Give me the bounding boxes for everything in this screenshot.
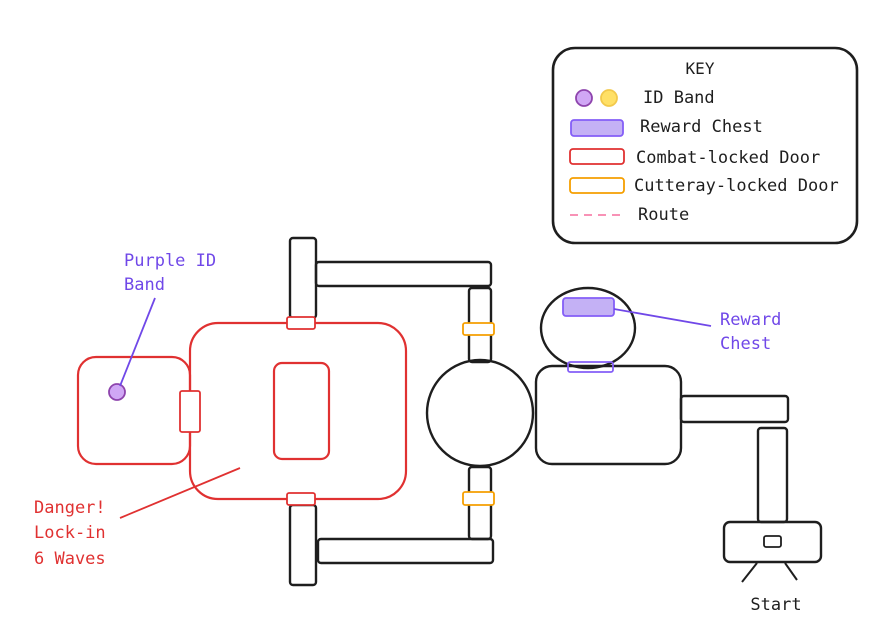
- start-pad: [722, 520, 823, 564]
- top-horizontal-corridor: [314, 260, 493, 288]
- legend-item-cutteray-door: Cutteray-locked Door: [634, 176, 839, 196]
- reward-chest-pointer: [613, 308, 712, 327]
- legend-item-reward-chest: Reward Chest: [640, 117, 763, 137]
- danger-annotation-line1: Danger!: [34, 498, 106, 518]
- combat-area: [76, 316, 408, 506]
- cutteray-door-top: [462, 322, 495, 336]
- combat-door-top: [286, 316, 316, 330]
- reward-annotation-line1: Reward: [720, 310, 781, 330]
- right-room: [534, 364, 683, 466]
- purple-id-annotation-line2: Band: [124, 275, 165, 295]
- cutteray-door-icon: [569, 177, 625, 194]
- start-label: Start: [750, 595, 801, 615]
- yellow-id-band-icon: [600, 89, 618, 107]
- id-band-room: [76, 355, 192, 466]
- combat-door-icon: [569, 148, 625, 165]
- bottom-vertical-corridor: [288, 503, 318, 587]
- purple-id-band-marker: [108, 383, 126, 401]
- danger-annotation-line3: 6 Waves: [34, 549, 106, 569]
- arena-inner-platform: [272, 361, 331, 461]
- lock-in-arena: [188, 321, 408, 501]
- legend-item-combat-door: Combat-locked Door: [636, 148, 820, 168]
- legend: KEY ID Band Reward Chest Combat-locked D…: [551, 46, 859, 245]
- corridors-and-rooms: [288, 236, 823, 587]
- purple-id-pointer: [119, 297, 156, 387]
- bottom-horizontal-corridor: [316, 537, 495, 565]
- legend-title: KEY: [686, 59, 715, 78]
- combat-door-bottom: [286, 492, 316, 506]
- danger-pointer: [119, 467, 241, 519]
- purple-id-annotation-line1: Purple ID: [124, 251, 216, 271]
- reward-annotation-line2: Chest: [720, 334, 771, 354]
- right-horizontal-corridor: [679, 394, 790, 424]
- central-circle-room: [425, 358, 535, 468]
- reward-chest-marker: [562, 297, 615, 317]
- right-vertical-corridor: [756, 426, 789, 524]
- start-pad-leg-left: [741, 562, 758, 583]
- start-pad-marker: [763, 535, 782, 548]
- reward-room-door: [567, 361, 614, 373]
- combat-door-side: [179, 390, 201, 433]
- danger-annotation-line2: Lock-in: [34, 523, 106, 543]
- legend-item-id-band: ID Band: [643, 88, 715, 108]
- reward-chest-icon: [570, 119, 624, 137]
- top-vertical-corridor: [288, 236, 318, 320]
- legend-box: [551, 46, 859, 245]
- cutteray-door-bottom: [462, 491, 495, 506]
- purple-id-band-icon: [575, 89, 593, 107]
- legend-item-route: Route: [638, 205, 689, 225]
- reward-room: [539, 286, 637, 370]
- start-pad-leg-right: [784, 562, 798, 581]
